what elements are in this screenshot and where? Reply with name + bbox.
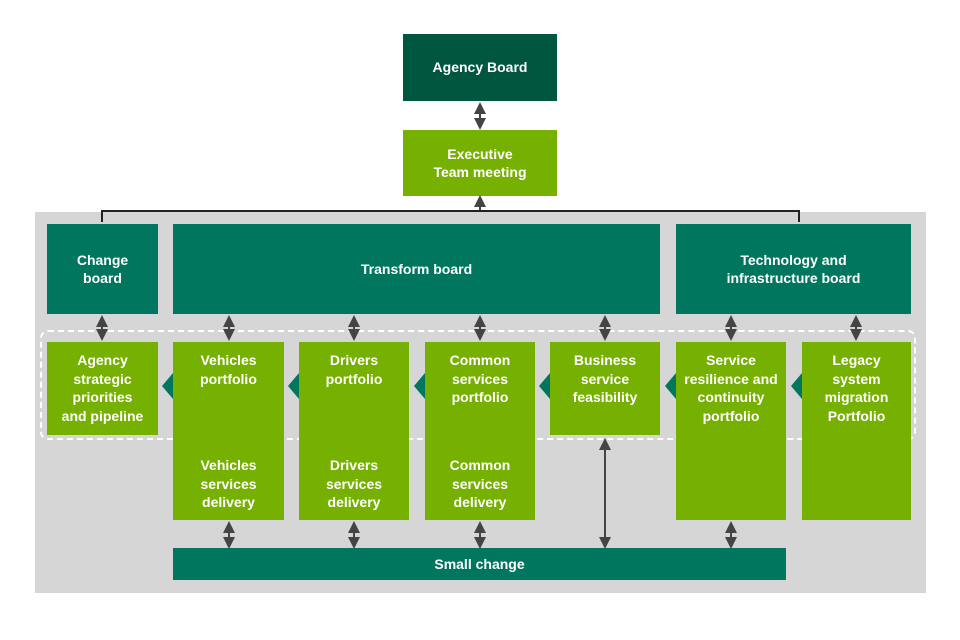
transform-board: Transform board <box>173 224 660 314</box>
executive-label: Executive Team meeting <box>433 145 527 181</box>
technology-board-label: Technology and infrastructure board <box>726 251 861 287</box>
flow-arrow-left-icon <box>288 373 299 399</box>
flow-arrow-left-icon <box>665 373 676 399</box>
portfolio-legacy-migration: Legacy system migration Portfolio <box>802 342 911 520</box>
executive-team-meeting: Executive Team meeting <box>403 130 557 196</box>
bracket-connector <box>101 210 800 222</box>
delivery-label: Vehicles services delivery <box>200 457 257 510</box>
portfolio-label: Agency strategic priorities and pipeline <box>61 352 144 424</box>
transform-board-label: Transform board <box>360 260 473 277</box>
portfolio-label: Legacy system migration Portfolio <box>824 352 889 424</box>
agency-board-label: Agency Board <box>432 59 528 76</box>
flow-arrow-left-icon <box>539 373 550 399</box>
technology-board: Technology and infrastructure board <box>676 224 911 314</box>
portfolio-agency-strategic: Agency strategic priorities and pipeline <box>47 342 158 435</box>
flow-arrow-left-icon <box>162 373 173 399</box>
portfolio-label: Business service feasibility <box>572 352 638 405</box>
portfolio-label: Service resilience and continuity portfo… <box>684 352 778 424</box>
portfolio-service-resilience: Service resilience and continuity portfo… <box>676 342 786 520</box>
delivery-label: Drivers services delivery <box>325 457 383 510</box>
portfolio-label: Common services portfolio <box>449 352 511 405</box>
agency-board: Agency Board <box>403 34 557 101</box>
portfolio-business-feasibility: Business service feasibility <box>550 342 660 435</box>
flow-arrow-left-icon <box>791 373 802 399</box>
change-board-label: Change board <box>76 251 129 287</box>
portfolio-label: Drivers portfolio <box>325 352 383 387</box>
portfolio-label: Vehicles portfolio <box>200 352 257 387</box>
small-change: Small change <box>173 548 786 580</box>
flow-arrow-left-icon <box>414 373 425 399</box>
delivery-label: Common services delivery <box>449 457 511 510</box>
change-board: Change board <box>47 224 158 314</box>
small-change-label: Small change <box>434 555 525 572</box>
